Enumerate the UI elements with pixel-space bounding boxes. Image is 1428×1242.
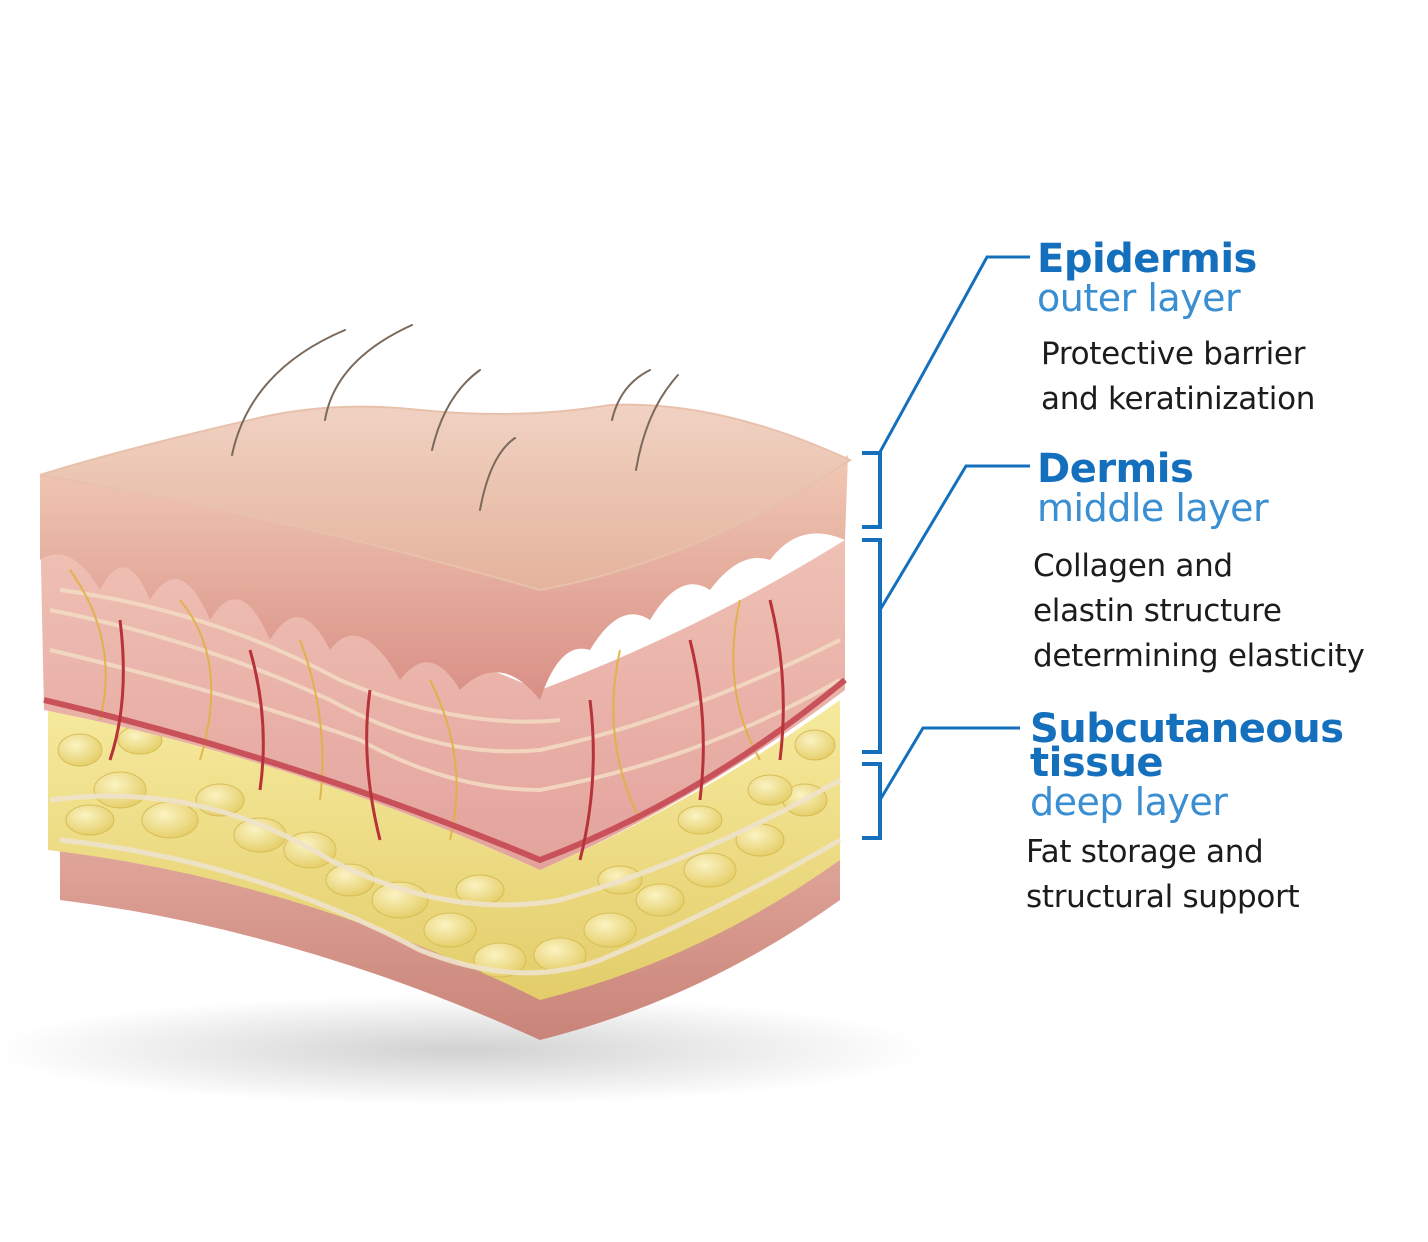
dermis-label: Dermis middle layer Collagen and elastin… xyxy=(1033,446,1365,679)
subcutaneous-title: Subcutaneous tissue xyxy=(1030,706,1344,786)
epidermis-bracket xyxy=(862,451,882,529)
skin-surface xyxy=(39,403,853,592)
subcutaneous-leader xyxy=(878,726,1020,801)
subcutaneous-bracket xyxy=(862,762,882,840)
floor-shadow xyxy=(0,995,930,1105)
hair-strands xyxy=(231,324,679,511)
fat-cells xyxy=(57,725,836,978)
subcutaneous-subtitle: deep layer xyxy=(1030,780,1228,824)
epidermis-title: Epidermis xyxy=(1037,236,1257,282)
dermis-front xyxy=(40,520,845,870)
epidermis-leader xyxy=(878,255,1030,453)
dermis-fibers xyxy=(49,588,841,793)
dermis-bracket xyxy=(862,538,882,754)
subcutaneous-label: Subcutaneous tissue deep layer Fat stora… xyxy=(1026,706,1344,920)
epidermis-front xyxy=(40,455,848,700)
leader-lines xyxy=(878,255,1030,801)
subcutaneous-description: Fat storage and structural support xyxy=(1026,834,1300,915)
dermis-description: Collagen and elastin structure determini… xyxy=(1033,548,1365,674)
dermis-leader xyxy=(878,464,1030,611)
epidermis-label: Epidermis outer layer Protective barrier… xyxy=(1037,236,1316,422)
layer-brackets xyxy=(862,451,882,840)
epidermis-description: Protective barrier and keratinization xyxy=(1041,336,1316,417)
dermis-title: Dermis xyxy=(1037,446,1194,492)
blood-vessels xyxy=(43,599,847,864)
epidermis-subtitle: outer layer xyxy=(1037,276,1241,320)
fat-septa xyxy=(49,777,842,976)
fat-layer-front xyxy=(48,700,840,1000)
dermis-subtitle: middle layer xyxy=(1037,486,1269,530)
